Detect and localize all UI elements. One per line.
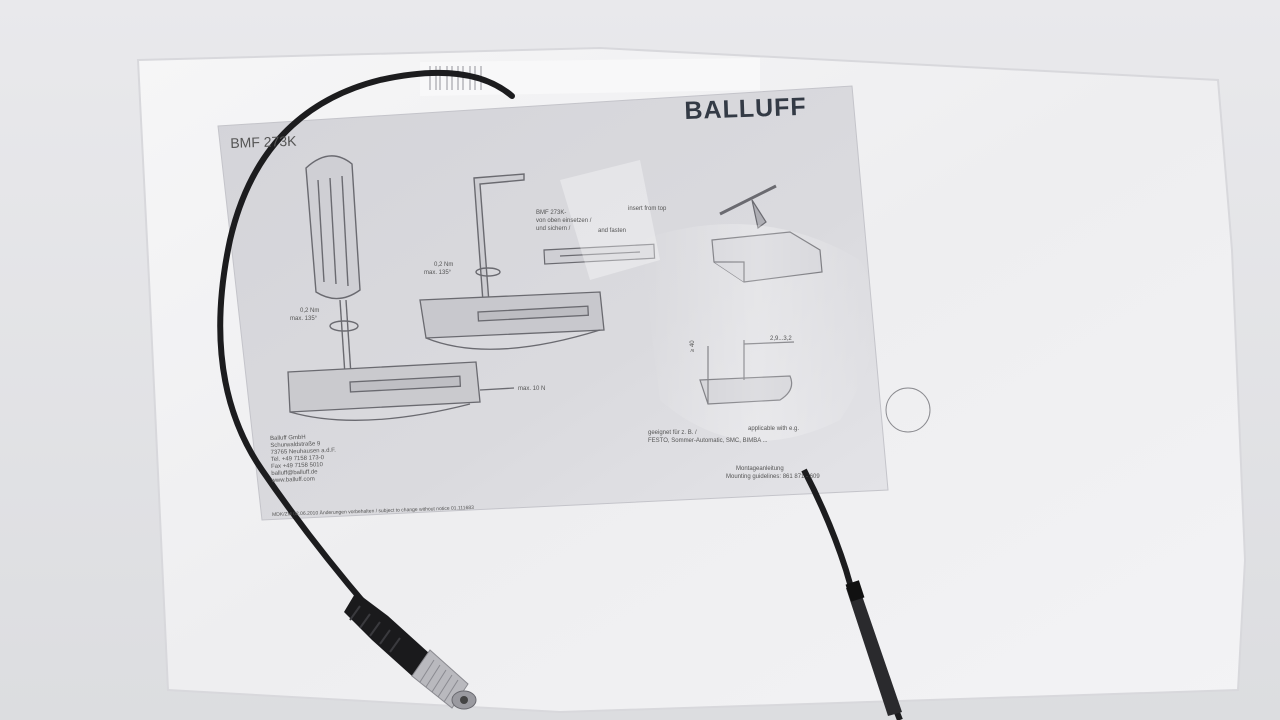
- bag-seal-label: [420, 58, 760, 96]
- insert-text-en: insert from top: [628, 206, 667, 212]
- insert-text-en-2: and fasten: [598, 228, 627, 234]
- dim-label-range: 2,9...3,2: [770, 336, 792, 342]
- sensor-head: [846, 584, 902, 716]
- suitable-text-en: applicable with e.g.: [748, 426, 800, 432]
- mounting-text-en: Mounting guidelines: 861 871 - 609: [726, 474, 820, 480]
- wire-loop: [885, 387, 931, 433]
- mounting-text-de: Montageanleitung: [736, 466, 784, 472]
- brand-logo: BALLUFF: [684, 92, 808, 125]
- torque-label-2b: max. 135°: [424, 270, 452, 276]
- sensor-cable: [217, 69, 515, 613]
- model-label: BMF 273K: [230, 132, 297, 151]
- torque-label-1b: max. 135°: [290, 316, 318, 322]
- bag-reflection-2: [560, 160, 660, 280]
- m8-connector: [344, 592, 477, 710]
- address-block: Balluff GmbH Schurwaldstraße 9 73765 Neu…: [270, 434, 337, 485]
- screwdriver-diagram: [305, 155, 361, 391]
- cylinder-profile-left: [287, 361, 515, 421]
- torque-label-2: 0,2 Nm: [434, 262, 454, 268]
- torque-label-1: 0,2 Nm: [300, 308, 320, 314]
- insert-text-de-2: von oben einsetzen /: [536, 218, 592, 224]
- dim-label-40: ≥ 40: [690, 340, 696, 352]
- insert-text-de-3: und sichern /: [536, 226, 571, 232]
- force-label: max. 10 N: [518, 386, 546, 392]
- sensor-collar: [845, 580, 865, 602]
- bag-reflection: [640, 224, 876, 441]
- cylinder-profile-middle: [419, 291, 605, 350]
- insert-text-de: BMF 273K-: [536, 210, 567, 216]
- suitable-list: FESTO, Sommer-Automatic, SMC, BIMBA ...: [648, 438, 768, 444]
- suitable-text-de: geeignet für z. B. /: [648, 430, 697, 436]
- barcode-strip: [429, 66, 482, 90]
